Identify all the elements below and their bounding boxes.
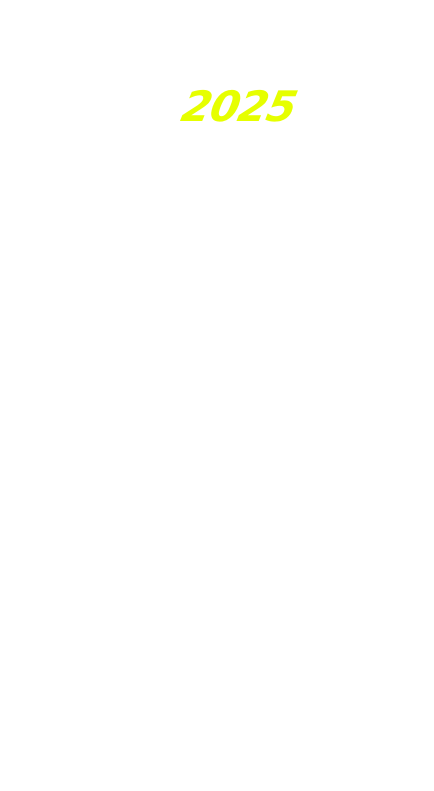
year-text: 2025 xyxy=(177,84,300,130)
year-logo: 2025 xyxy=(177,84,300,130)
